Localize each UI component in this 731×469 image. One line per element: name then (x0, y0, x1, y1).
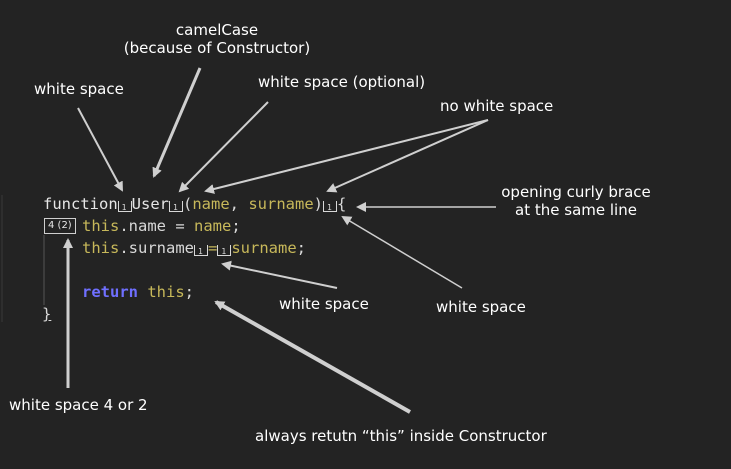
paren-open: ( (182, 195, 193, 213)
semicolon: ; (184, 283, 195, 301)
keyword-function: function (43, 195, 118, 213)
this-keyword: this (82, 217, 120, 235)
return-this: this (147, 283, 185, 301)
comma: , (229, 195, 249, 213)
whitespace-marker (193, 242, 208, 262)
code-line-2: this.name = name; (82, 216, 241, 236)
label-always-return: always retutn “this” inside Constructor (255, 427, 547, 445)
semicolon: ; (296, 239, 306, 257)
paren-close: ) (313, 195, 323, 213)
param-surname: surname (248, 195, 314, 213)
return-keyword: return (82, 283, 138, 301)
code-line-5: return this; (82, 282, 194, 302)
label-white-space-left: white space (34, 80, 124, 98)
arrow-always-return (214, 300, 411, 414)
arrow-white-space-optional (178, 101, 269, 193)
label-opening-brace-line2: at the same line (515, 201, 637, 219)
arrow-camel-case (152, 67, 202, 178)
whitespace-marker (117, 198, 132, 218)
arrow-no-white-space-1 (204, 119, 489, 194)
whitespace-marker (168, 198, 183, 218)
whitespace-marker (323, 198, 337, 218)
surname-value: surname (231, 239, 297, 257)
arrow-white-space-right (341, 215, 463, 289)
code-line-7: } (42, 304, 51, 324)
equals-operator: = (207, 239, 218, 257)
label-white-space-indent: white space 4 or 2 (9, 396, 148, 414)
surname-property: .surname (119, 239, 194, 257)
code-line-1: function User (name, surname) { (43, 194, 347, 218)
label-opening-brace: opening curly brace at the same line (496, 183, 656, 219)
label-camel-case-line1: camelCase (175, 21, 259, 39)
whitespace-marker (217, 242, 232, 262)
brace-open: { (337, 195, 347, 213)
code-line-3: this.surname = surname; (82, 238, 306, 262)
label-opening-brace-line1: opening curly brace (501, 183, 651, 201)
label-white-space-optional: white space (optional) (258, 73, 426, 91)
param-name: name (192, 195, 230, 213)
brace-close: } (42, 305, 52, 323)
arrow-no-white-space-2 (326, 119, 489, 193)
name-assignment: .name = (119, 217, 194, 235)
arrow-white-space-surname (221, 260, 338, 289)
label-camel-case-line2: (because of Constructor) (123, 39, 311, 57)
arrow-white-space-left (77, 107, 123, 192)
label-no-white-space: no white space (440, 97, 554, 115)
this-keyword: this (82, 239, 120, 257)
label-white-space-surname: white space (279, 295, 369, 313)
indent-size-box: 4 (2) (44, 218, 76, 234)
name-value: name (193, 217, 232, 235)
label-camel-case: camelCase (because of Constructor) (112, 21, 322, 57)
semicolon: ; (231, 217, 241, 235)
label-white-space-right: white space (436, 298, 526, 316)
function-name: User (131, 195, 169, 213)
